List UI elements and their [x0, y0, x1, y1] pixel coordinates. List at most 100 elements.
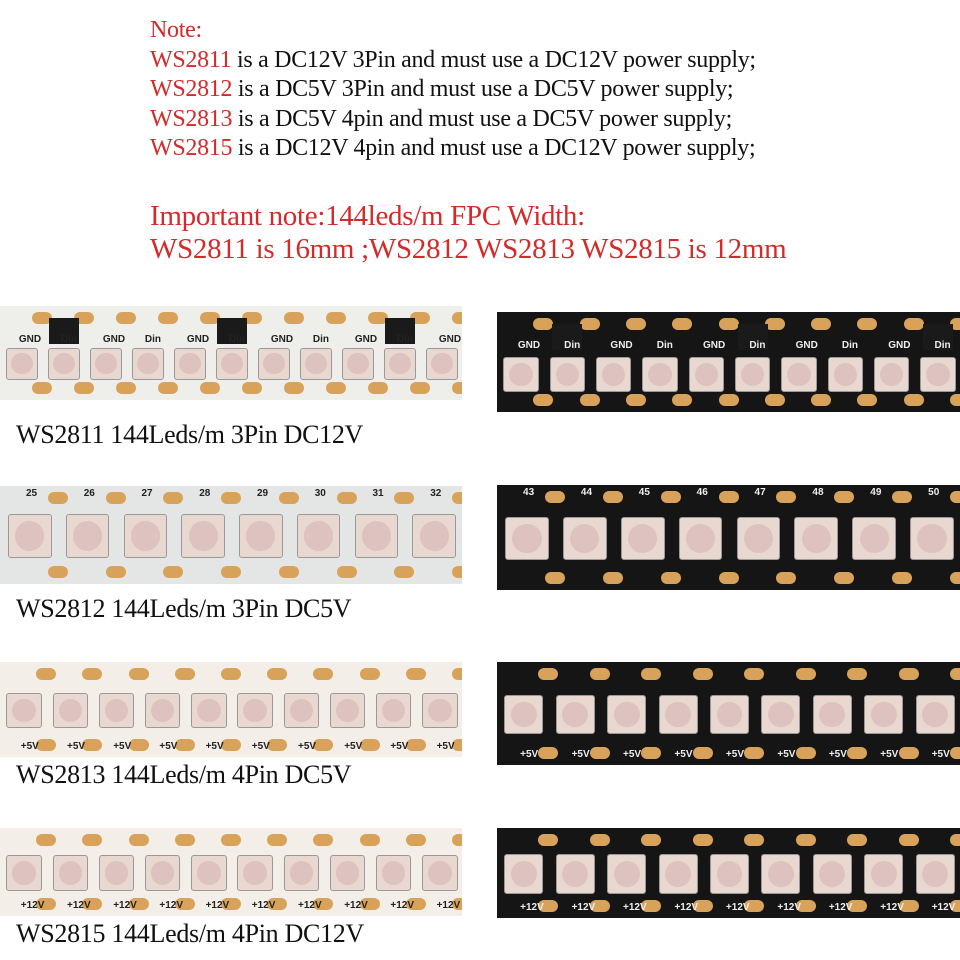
strip-mark-text: 28: [199, 488, 211, 499]
strip-mark-text: Din: [656, 340, 673, 351]
led-lens: [801, 523, 831, 554]
solder-pad: [405, 834, 426, 846]
solder-pad: [692, 834, 713, 846]
solder-pad: [326, 382, 346, 394]
led-chip: [191, 855, 227, 891]
led-lens: [151, 698, 175, 723]
led-chip: [383, 347, 417, 380]
led-lens: [263, 353, 285, 375]
solder-pad: [589, 900, 610, 912]
strip-mark-text: +5V: [205, 741, 224, 752]
solder-pad: [405, 668, 426, 680]
solder-pad: [452, 566, 462, 578]
solder-pad: [744, 668, 765, 680]
strip-mark-text: GND: [517, 340, 541, 351]
led-chip: [761, 854, 801, 894]
led-chip: [6, 855, 42, 891]
solder-pad: [163, 566, 184, 578]
strip-mark-text: GND: [270, 334, 294, 345]
strip-mark-text: +12V: [205, 900, 230, 911]
led-lens: [188, 521, 218, 551]
led-lens: [73, 521, 103, 551]
led-chip: [123, 514, 168, 558]
solder-pad: [242, 382, 262, 394]
solder-pad: [174, 898, 195, 910]
led-chip: [658, 854, 698, 894]
led-lens: [361, 521, 391, 551]
strip-mark-text: +5V: [725, 749, 744, 760]
solder-pad: [834, 491, 855, 503]
led-lens: [137, 353, 159, 375]
strip-mark-text: +12V: [20, 900, 45, 911]
product-label-ws2813: WS2813 144Leds/m 4Pin DC5V: [16, 760, 352, 789]
white-led-strip-photo: +12V+12V+12V+12V+12V+12V+12V+12V+12V+12V: [0, 828, 462, 916]
solder-pad: [359, 739, 380, 751]
strip-mark-text: GND: [102, 334, 126, 345]
led-chip: [215, 347, 249, 380]
led-lens: [694, 362, 718, 386]
solder-pad: [74, 382, 94, 394]
led-chip: [239, 514, 283, 558]
led-lens: [665, 701, 691, 728]
led-lens: [743, 523, 773, 554]
solder-pad: [394, 492, 415, 504]
solder-pad: [267, 898, 288, 910]
solder-pad: [641, 900, 662, 912]
strip-mark-text: +12V: [344, 900, 368, 911]
strip-mark-text: +5V: [344, 741, 363, 752]
solder-pad: [82, 739, 103, 751]
strip-mark-text: +12V: [390, 900, 415, 911]
solder-pad: [74, 312, 94, 324]
solder-pad: [903, 318, 924, 330]
solder-pad: [898, 900, 919, 912]
solder-pad: [795, 747, 816, 759]
solder-pad: [452, 834, 462, 846]
solder-pad: [174, 739, 195, 751]
solder-pad: [718, 318, 739, 330]
strip-mark-text: 50: [928, 487, 940, 498]
strip-mark-text: 49: [870, 487, 882, 498]
solder-pad: [950, 394, 960, 406]
ic-chip: [552, 324, 583, 350]
strip-mark-text: 32: [430, 488, 442, 499]
strip-mark-text: Din: [396, 334, 413, 345]
strip-mark-text: 27: [141, 488, 153, 499]
solder-pad: [359, 834, 380, 846]
led-lens: [917, 523, 947, 554]
strip-mark-text: +12V: [66, 900, 91, 911]
strip-mark-text: +12V: [571, 902, 596, 913]
solder-pad: [834, 572, 855, 584]
solder-pad: [533, 318, 554, 330]
solder-pad: [811, 318, 832, 330]
led-chip: [920, 356, 956, 392]
strip-mark-text: +12V: [828, 902, 853, 913]
solder-pad: [336, 566, 357, 578]
solder-pad: [47, 566, 68, 578]
solder-pad: [278, 566, 299, 578]
strip-mark-text: 44: [580, 487, 593, 498]
solder-pad: [950, 668, 960, 680]
led-chip: [555, 854, 595, 894]
strip-mark-text: +5V: [880, 749, 899, 760]
solder-pad: [764, 394, 785, 406]
note-text: is a DC12V 3Pin and must use a DC12V pow…: [231, 46, 756, 73]
solder-pad: [544, 491, 565, 503]
led-chip: [915, 694, 955, 734]
led-chip: [678, 516, 723, 561]
led-lens: [428, 698, 452, 723]
led-chip: [257, 347, 291, 380]
solder-pad: [950, 834, 960, 846]
strip-mark-text: GND: [18, 334, 42, 345]
strip-mark-text: GND: [186, 334, 210, 345]
solder-pad: [776, 491, 797, 503]
strip-mark-text: 45: [638, 487, 650, 498]
led-lens: [562, 861, 589, 887]
strip-mark-text: +12V: [113, 900, 137, 911]
strip-mark-text: +12V: [251, 900, 276, 911]
led-lens: [512, 523, 542, 554]
led-lens: [305, 353, 327, 375]
solder-pad: [452, 492, 462, 504]
solder-pad: [174, 834, 195, 846]
strip-mark-text: 46: [696, 487, 708, 498]
